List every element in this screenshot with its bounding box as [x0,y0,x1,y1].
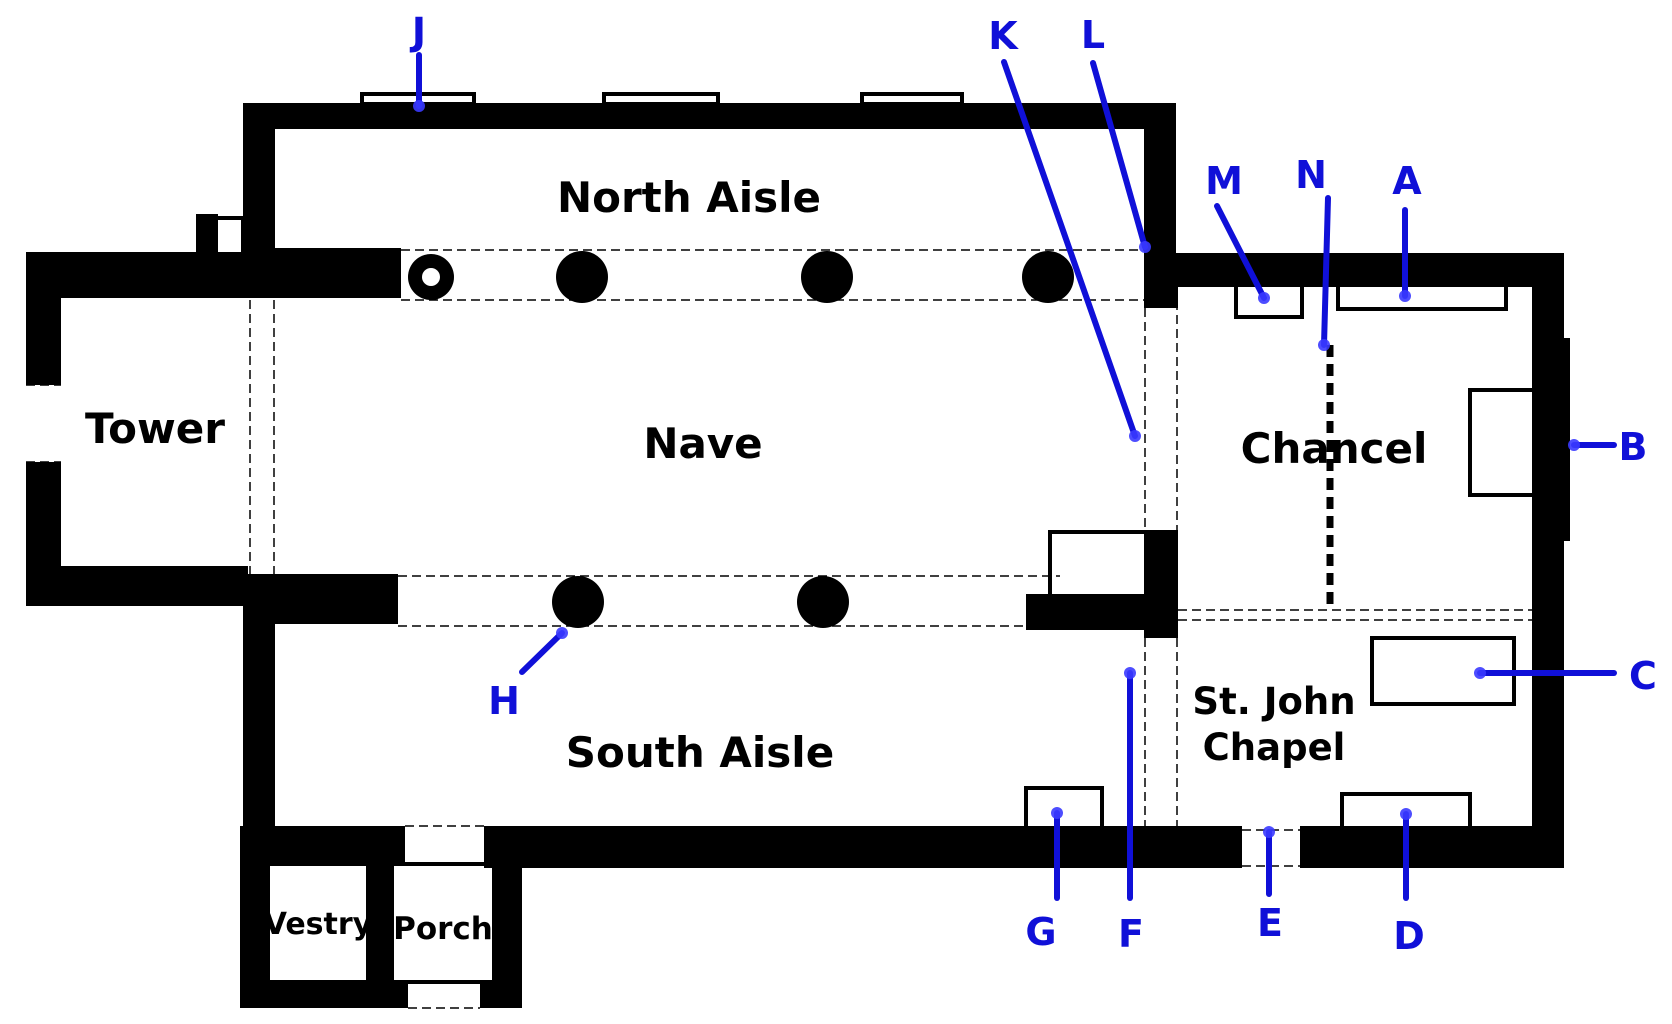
callout-b: B [1619,425,1648,469]
north-aisle-west-wall [243,103,275,263]
leader-l [1090,60,1148,250]
north-arcade-respond [243,248,401,298]
room-labels: North Aisle Nave Tower Chancel South Ais… [85,173,1427,947]
label-chancel: Chancel [1241,424,1428,473]
callout-c: C [1629,654,1657,698]
dashed-lines [26,249,1532,1009]
porch-room [390,862,496,984]
label-st-john: St. John [1192,680,1355,723]
north-pier-small-hollow [422,268,440,286]
vestry-west-wall [240,826,268,1008]
east-window-line [1564,338,1570,541]
north-windows [360,92,964,106]
nw-buttress-fill [196,214,218,259]
callout-n: N [1295,153,1327,197]
tower-north-wall [26,252,266,298]
north-pier-2 [801,251,853,303]
fittings [266,283,1536,984]
callout-k: K [988,14,1019,58]
north-window-2 [602,92,720,106]
callout-a: A [1392,159,1422,203]
label-porch: Porch [393,911,493,947]
porch-south-wall-east [480,982,522,1008]
south-pier-1 [552,576,604,628]
north-pier-3 [1022,251,1074,303]
leader-n [1321,195,1331,348]
callout-f: F [1118,912,1144,956]
south-wall-east [1300,826,1563,868]
sedilia-a [1336,283,1508,311]
north-window-3 [860,92,964,106]
callout-m: M [1205,159,1243,203]
label-nave: Nave [643,419,762,468]
callout-letters: A B C D E F G H J K L M N [409,10,1657,958]
tower-south-wall [26,566,248,606]
callout-d: D [1393,914,1425,958]
north-pier-1 [556,251,608,303]
north-wall [243,103,1175,129]
south-wall-middle [484,826,1242,868]
callout-h: H [488,679,520,723]
altar-b [1468,388,1536,497]
walls [26,103,1570,1008]
vestry-room [266,862,370,984]
vestry-south-wall [240,982,408,1008]
label-chapel: Chapel [1203,726,1346,769]
north-chancel-tomb [1234,283,1304,319]
south-pier-2 [797,576,849,628]
callout-dots [413,100,1580,838]
chancel-arch-north [1144,253,1178,308]
callout-l: L [1081,13,1105,57]
label-north-aisle: North Aisle [557,173,821,222]
leader-k [1001,59,1138,439]
pulpit-box [1048,530,1148,600]
callout-e: E [1257,901,1283,945]
east-wall [1532,253,1564,868]
label-tower: Tower [85,404,225,453]
piers [408,251,1074,628]
label-south-aisle: South Aisle [566,728,834,777]
leader-m [1214,203,1267,301]
north-aisle-east-wall [1144,103,1176,253]
south-wall-west [243,826,405,864]
tower-west-wall-upper [26,252,61,385]
callout-g: G [1025,910,1056,954]
callout-leaders [416,52,1617,901]
chancel-north-wall [1175,253,1563,287]
tomb-g [1024,786,1104,830]
callout-j: J [409,10,426,54]
leader-h [519,630,565,675]
label-vestry: Vestry [264,907,373,942]
south-aisle-west-wall [243,574,275,826]
